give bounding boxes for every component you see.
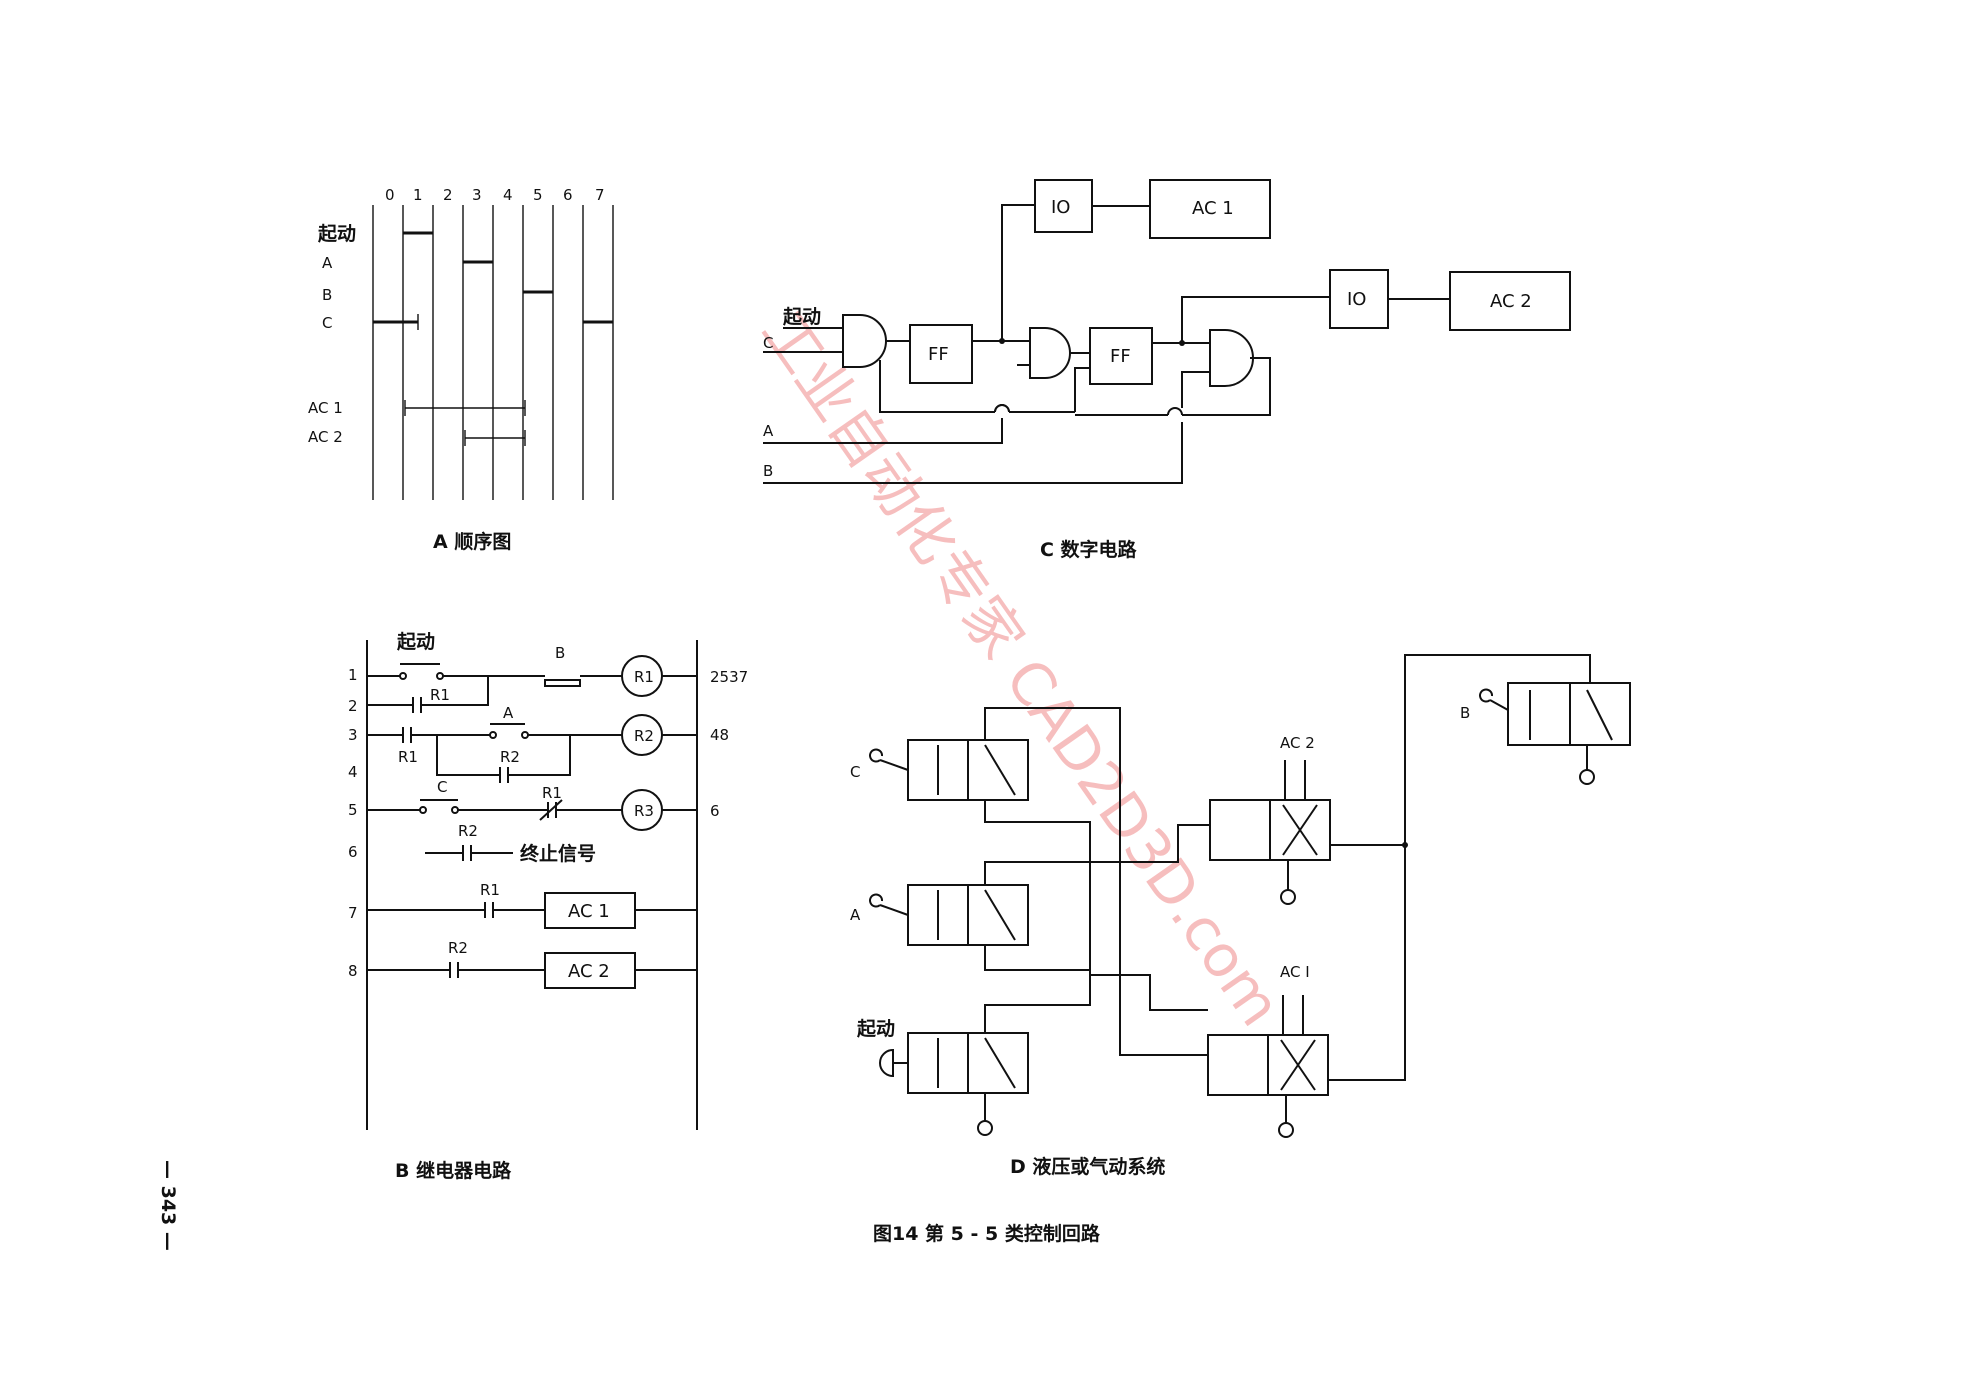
page-number: — 343 — [157, 1160, 179, 1251]
relay-contact-r1-a: R1 [430, 686, 450, 704]
digital-start-label: 起动 [782, 306, 821, 328]
line-num-3: 3 [348, 726, 358, 744]
relay-contact-r2-b: R2 [458, 822, 478, 840]
timing-col-5: 5 [533, 186, 543, 204]
relay-contact-a: A [503, 704, 514, 722]
valve-b-label: B [1460, 704, 1470, 722]
relay-contact-b: B [555, 644, 565, 662]
valve-start-label: 起动 [856, 1018, 895, 1040]
valve-c-label: C [850, 763, 860, 781]
timing-col-6: 6 [563, 186, 573, 204]
coil-r1-label: R1 [634, 668, 654, 686]
timing-diagram: 0 1 2 3 4 5 6 7 起动 A B C AC 1 AC 2 [308, 186, 614, 553]
ref-2537: 2537 [710, 668, 748, 686]
timing-row-c: C [322, 314, 332, 332]
timing-row-ac1: AC 1 [308, 399, 343, 417]
flip-flop-2 [1089, 327, 1153, 385]
ac2-box-digital [1449, 271, 1571, 331]
timing-col-4: 4 [503, 186, 513, 204]
ac1-box-digital [1149, 179, 1271, 239]
io2-label: IO [1347, 289, 1366, 310]
ref-6: 6 [710, 802, 720, 820]
and-gate-1 [842, 314, 887, 368]
and-gate-3 [1209, 329, 1254, 387]
line-num-4: 4 [348, 763, 358, 781]
hydraulic-system: C A 起动 B AC 2 [850, 654, 1631, 1178]
timing-caption: A 顺序图 [433, 530, 511, 553]
timing-row-ac2: AC 2 [308, 428, 343, 446]
ff2-label: FF [1110, 346, 1131, 367]
ac1-actuator-label: AC I [1280, 963, 1310, 981]
digital-caption: C 数字电路 [1040, 538, 1138, 561]
line-num-2: 2 [348, 697, 358, 715]
timing-col-1: 1 [413, 186, 423, 204]
ac1-digital-label: AC 1 [1192, 198, 1234, 219]
digital-b-label: B [763, 462, 773, 480]
relay-contact-r1-b: R1 [398, 748, 418, 766]
relay-contact-c: C [437, 778, 447, 796]
digital-circuit: 起动 C FF IO AC 1 FF IO [763, 179, 1571, 561]
ac2-actuator-label: AC 2 [1280, 734, 1315, 752]
line-num-1: 1 [348, 666, 358, 684]
watermark: 工业自动化专家 CAD2D3D.com [749, 299, 1295, 1038]
relay-contact-r2-a: R2 [500, 748, 520, 766]
timing-row-b: B [322, 286, 332, 304]
timing-col-7: 7 [595, 186, 605, 204]
ac2-digital-label: AC 2 [1490, 291, 1532, 312]
relay-start-label: 起动 [396, 631, 435, 653]
ac1-relay-label: AC 1 [568, 901, 610, 922]
valve-a-label: A [850, 906, 861, 924]
digital-c-label: C [763, 334, 773, 352]
ac2-relay-label: AC 2 [568, 961, 610, 982]
ref-48: 48 [710, 726, 729, 744]
page-number-text: — 343 — [157, 1160, 179, 1251]
hydraulic-caption: D 液压或气动系统 [1010, 1155, 1165, 1178]
timing-col-3: 3 [472, 186, 482, 204]
timing-row-start: 起动 [317, 223, 356, 245]
ff1-label: FF [928, 344, 949, 365]
relay-caption: B 继电器电路 [395, 1159, 512, 1182]
relay-contact-r1-c: R1 [480, 881, 500, 899]
timing-col-0: 0 [385, 186, 395, 204]
line-num-6: 6 [348, 843, 358, 861]
watermark-text: 工业自动化专家 CAD2D3D.com [749, 299, 1295, 1038]
stop-signal-label: 终止信号 [520, 842, 596, 865]
timing-col-2: 2 [443, 186, 453, 204]
and-gate-2 [1029, 327, 1071, 379]
relay-contact-r2-c: R2 [448, 939, 468, 957]
coil-r3-label: R3 [634, 802, 654, 820]
io1-label: IO [1051, 197, 1070, 218]
relay-circuit: 1 2 3 4 5 6 7 8 起动 B R1 2537 R1 R1 [348, 631, 748, 1182]
line-num-5: 5 [348, 801, 358, 819]
coil-r2-label: R2 [634, 727, 654, 745]
digital-a-label: A [763, 422, 774, 440]
line-num-7: 7 [348, 904, 358, 922]
line-num-8: 8 [348, 962, 358, 980]
relay-contact-r1-nc: R1 [542, 784, 562, 802]
timing-row-a: A [322, 254, 333, 272]
figure-caption: 图14 第 5 - 5 类控制回路 [873, 1222, 1101, 1245]
flip-flop-1 [909, 324, 973, 384]
